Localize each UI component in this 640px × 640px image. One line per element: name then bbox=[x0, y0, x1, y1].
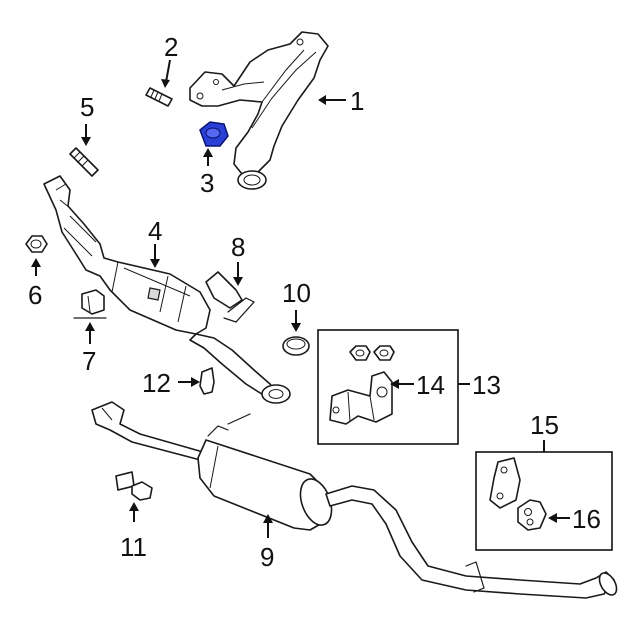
callout-16: 16 bbox=[572, 504, 601, 534]
mounting-bolt[interactable] bbox=[115, 471, 153, 501]
manifold-nut[interactable] bbox=[199, 121, 229, 147]
leader-lines bbox=[31, 59, 570, 538]
callout-5: 5 bbox=[80, 92, 94, 122]
muffler-tailpipe[interactable] bbox=[91, 401, 620, 599]
callout-11: 11 bbox=[120, 532, 147, 562]
callout-15: 15 bbox=[530, 410, 559, 440]
callout-2: 2 bbox=[164, 32, 178, 62]
hanger-nuts[interactable] bbox=[349, 345, 395, 361]
exhaust-manifold[interactable] bbox=[189, 31, 329, 190]
catalytic-converter[interactable] bbox=[43, 175, 291, 404]
heat-shield[interactable] bbox=[205, 271, 255, 323]
callout-1: 1 bbox=[350, 86, 364, 116]
callout-4: 4 bbox=[148, 216, 162, 246]
callout-7: 7 bbox=[82, 346, 96, 376]
callout-13: 13 bbox=[472, 370, 501, 400]
assembly-box-13 bbox=[317, 329, 459, 445]
callout-8: 8 bbox=[231, 232, 245, 262]
callout-3: 3 bbox=[200, 168, 214, 198]
converter-nut[interactable] bbox=[25, 235, 48, 253]
callout-10: 10 bbox=[282, 278, 311, 308]
callout-9: 9 bbox=[260, 542, 274, 572]
hanger-isolator-bracket[interactable] bbox=[489, 457, 521, 509]
callout-12: 12 bbox=[142, 368, 171, 398]
pipe-clamp[interactable] bbox=[282, 336, 310, 356]
callout-6: 6 bbox=[28, 280, 42, 310]
hanger-isolator[interactable] bbox=[517, 499, 547, 531]
callout-14: 14 bbox=[416, 370, 445, 400]
converter-stud[interactable] bbox=[69, 147, 99, 177]
hanger-bracket[interactable] bbox=[73, 289, 107, 319]
manifold-stud[interactable] bbox=[145, 87, 173, 107]
hanger-bracket-assembly[interactable] bbox=[329, 371, 393, 425]
hanger-pin[interactable] bbox=[199, 367, 215, 395]
